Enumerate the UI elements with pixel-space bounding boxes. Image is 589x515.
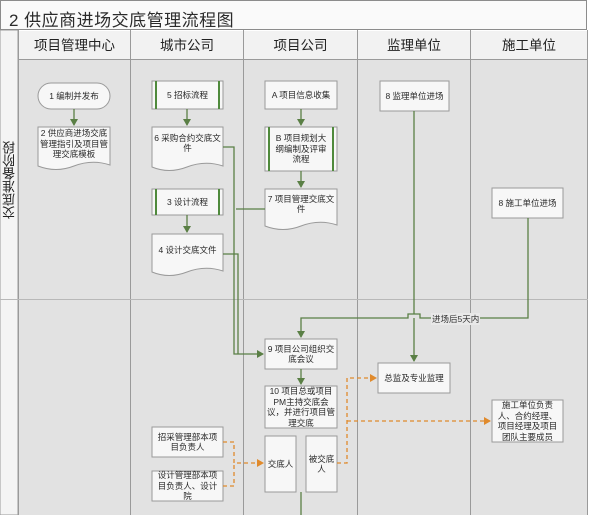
node-jiaodiren-shape	[264, 435, 297, 493]
timing-annotation: 进场后5天内	[431, 313, 481, 325]
lane-header-city-company: 城市公司	[131, 31, 244, 60]
node-a-label: A 项目信息收集	[271, 89, 331, 100]
dash-sheji-to-jiaodiren	[223, 463, 235, 487]
node-sheji-label: 设计管理部本项目负责人、设计院	[157, 470, 218, 502]
node-8b-shape	[491, 187, 564, 219]
node-10-label: 10 项目总或项目PM主持交底会议，并进行项目管理交底	[267, 386, 336, 428]
node-6-shape	[151, 126, 224, 171]
node-1-label: 1 编制并发布	[49, 90, 99, 101]
node-6-label: 6 采购合约交底文件	[154, 132, 221, 154]
node-2-shape	[37, 126, 111, 170]
node-shigong-label: 施工单位负责人、合约经理、项目经理及项目团队主要成员	[497, 400, 558, 442]
arrow-4-to-9	[223, 253, 239, 354]
arrow-6-to-9	[223, 146, 264, 358]
node-2-label: 2 供应商进场交底管理指引及项目管理交底模板	[40, 128, 109, 160]
node-8a-shape	[379, 80, 450, 112]
node-jiaodiren-label: 交底人	[267, 458, 294, 469]
node-shigong-shape	[491, 399, 564, 443]
node-zhaocai-label: 招采管理部本项目负责人	[157, 431, 218, 453]
node-9-shape	[264, 338, 338, 370]
node-a-shape	[264, 80, 338, 110]
node-5-label: 5 招标流程	[166, 89, 209, 100]
diagram-title: 2 供应商进场交底管理流程图	[9, 11, 235, 30]
node-zongjian-shape	[377, 362, 451, 394]
node-10-shape	[264, 385, 338, 429]
node-sheji-shape	[151, 470, 224, 502]
node-4-label: 4 设计交底文件	[158, 244, 217, 255]
node-9-label: 9 项目公司组织交底会议	[267, 343, 335, 365]
lane-header-supervision: 监理单位	[358, 31, 471, 60]
arrow-8b-to-9	[297, 218, 529, 338]
node-4-shape	[151, 233, 224, 276]
node-3-label: 3 设计流程	[166, 196, 209, 207]
dash-zhaocai-to-jiaodiren	[223, 441, 264, 467]
lane-header-construction: 施工单位	[471, 31, 588, 60]
title-bar: 2 供应商进场交底管理流程图	[0, 0, 587, 30]
node-b-label: B 项目规划大纲编制及评审流程	[275, 133, 327, 165]
node-beijiaodiren-label: 被交底人	[308, 453, 335, 475]
node-5-shape	[151, 80, 224, 110]
lane-header-project-company: 项目公司	[244, 31, 358, 60]
node-zongjian-label: 总监及专业监理	[384, 372, 444, 383]
node-8a-label: 8 监理单位进场	[385, 90, 444, 101]
node-8b-label: 8 施工单位进场	[498, 197, 557, 208]
node-zhaocai-shape	[151, 426, 224, 458]
node-3-shape	[151, 188, 224, 216]
lane-header-project-management-center: 项目管理中心	[19, 31, 131, 60]
phase-label: 交底准备阶段	[2, 141, 17, 219]
node-7-shape	[264, 188, 338, 230]
node-7-label: 7 项目管理交底文件	[267, 193, 335, 215]
node-beijiaodiren-shape	[305, 435, 338, 493]
